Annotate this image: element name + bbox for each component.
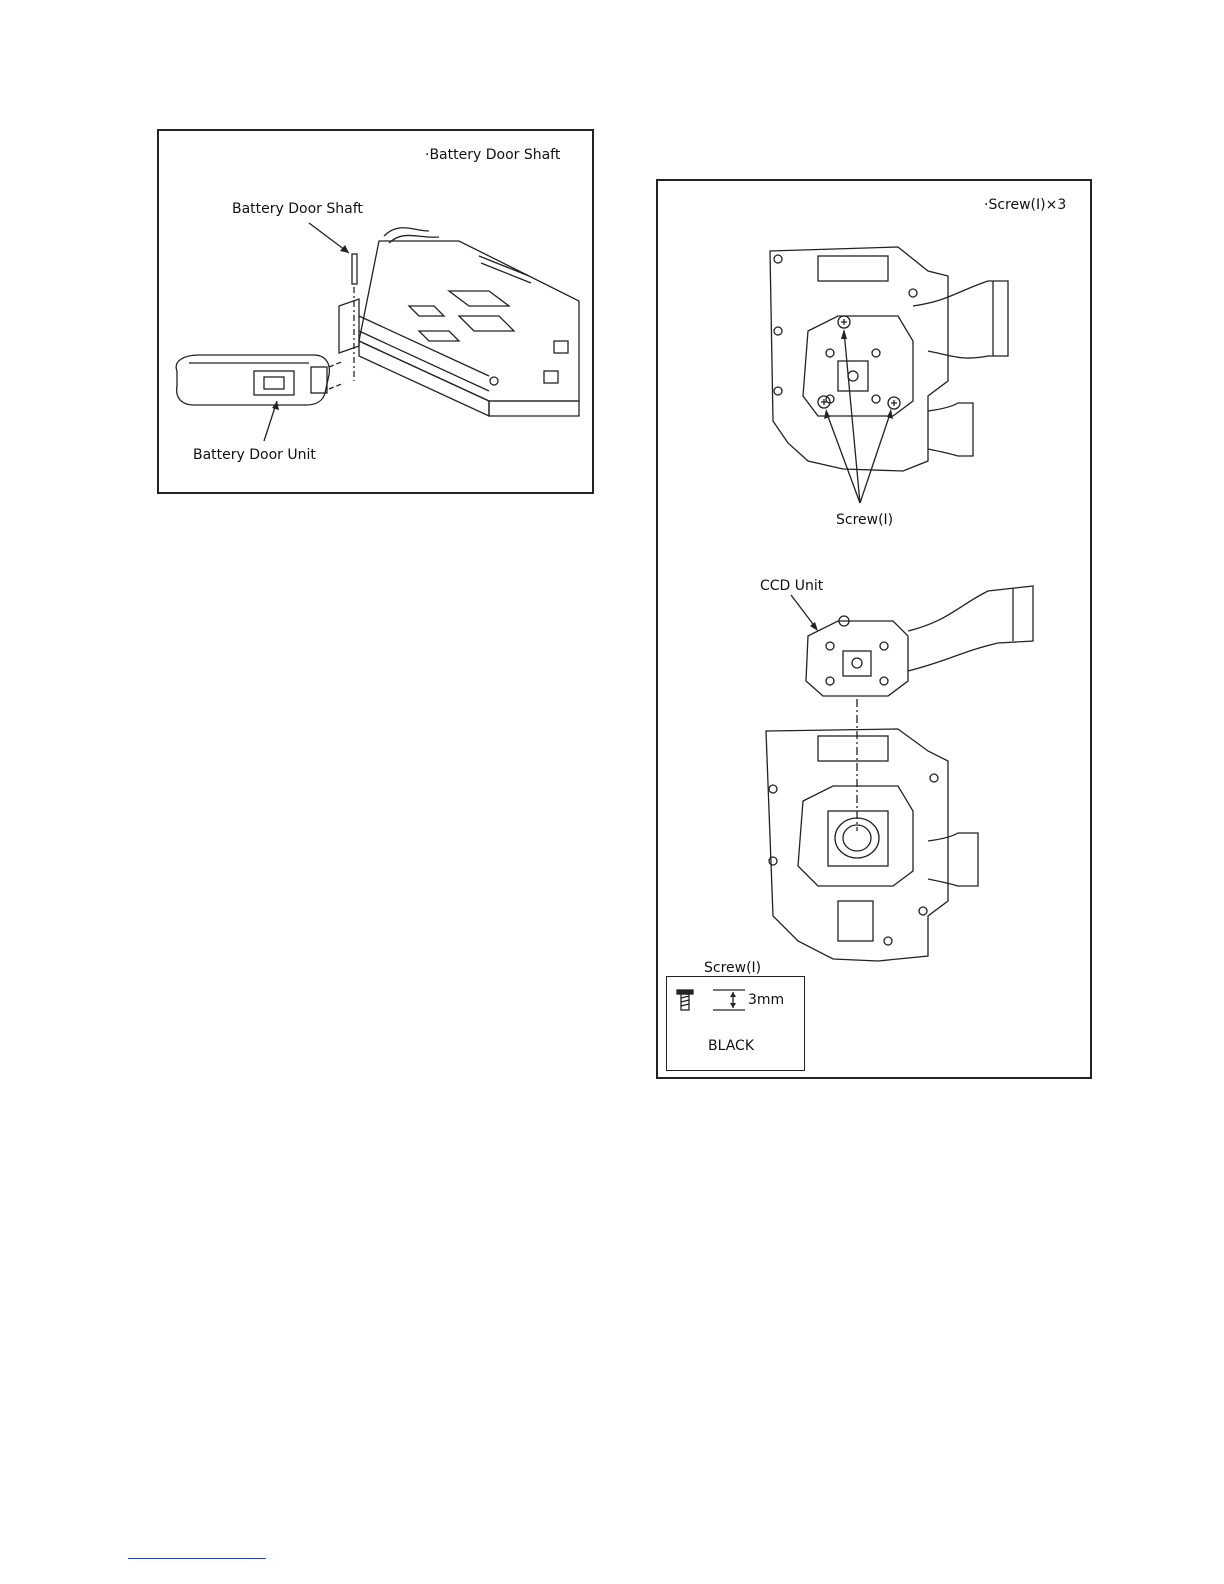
legend-size: 3mm [748,992,784,1008]
battery-door-panel: ·Battery Door Shaft Battery Door Shaft B… [157,129,594,494]
screw-legend-box: 3mm BLACK [666,976,805,1071]
screw-legend-icon [667,977,806,1072]
battery-door-shaft [352,254,357,284]
ccd-unit-illustration [658,181,1090,1077]
legend-title: Screw(I) [704,960,761,976]
battery-door-illustration [159,131,592,492]
main-body [359,241,579,401]
lens-unit-top [770,247,1008,471]
ccd-mount-plate-top [803,316,913,416]
ccd-unit [806,586,1033,696]
footer-link-underline[interactable] [128,1558,266,1559]
legend-color: BLACK [708,1038,754,1054]
door-hinge-bracket [339,299,359,353]
lens-unit-bottom [766,729,978,961]
ccd-unit-panel: ·Screw(I)×3 Screw(I) CCD Unit [656,179,1092,1079]
